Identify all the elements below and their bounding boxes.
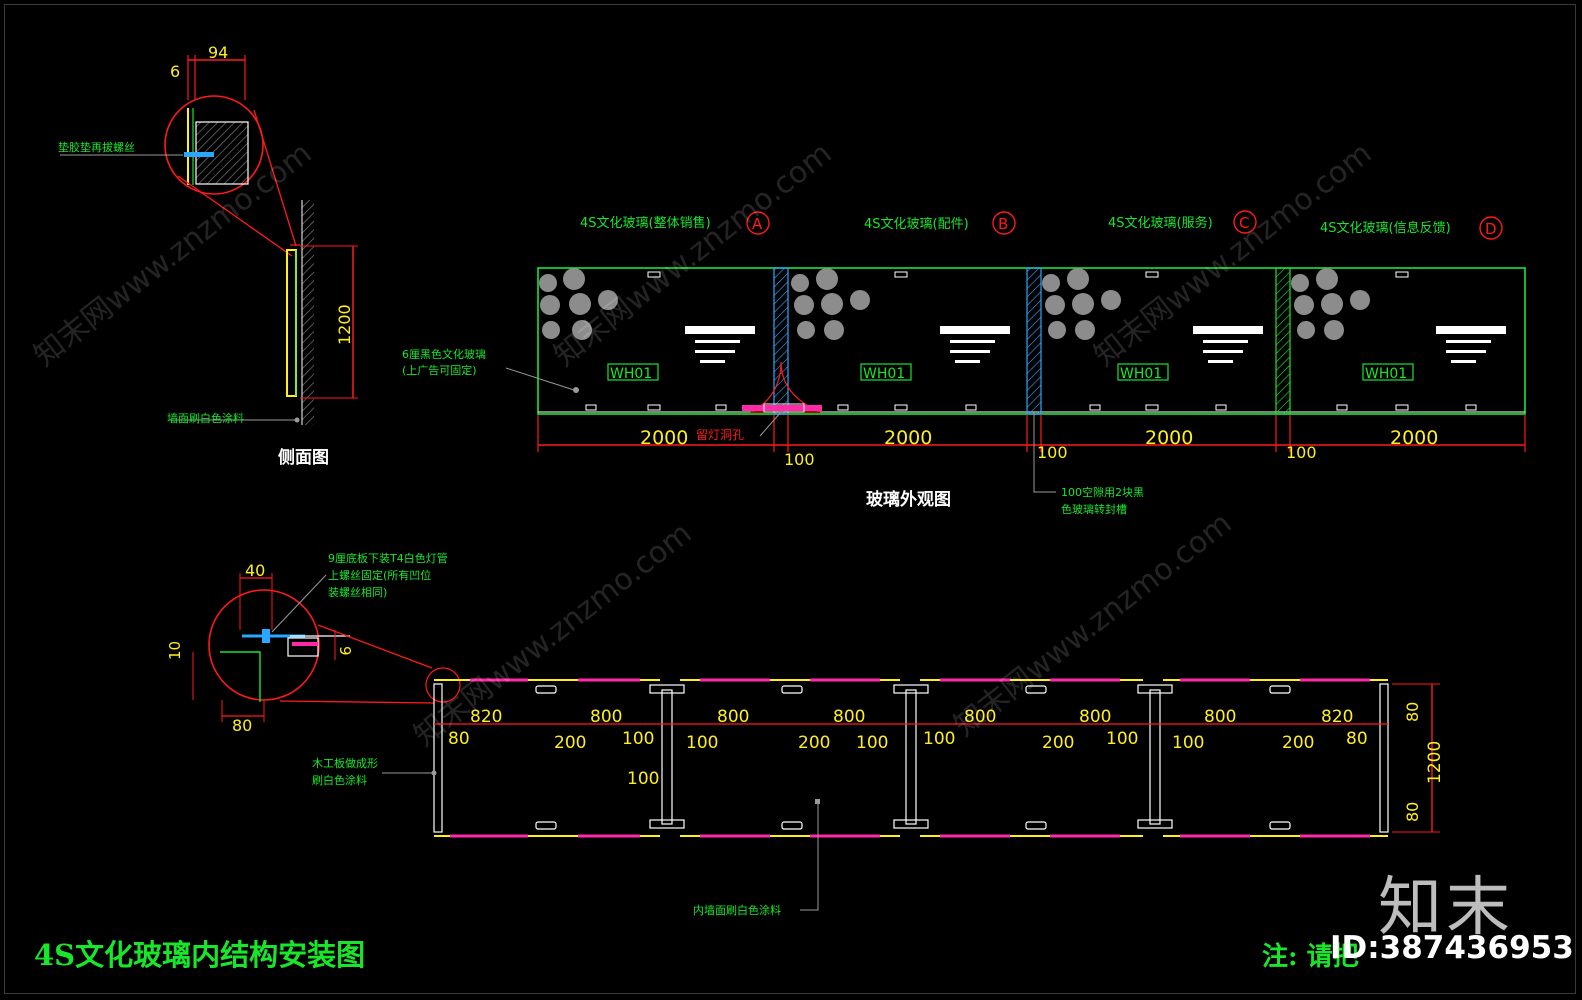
panel-2-pattern: [791, 268, 870, 340]
plan-bot-dim-2: 200: [554, 733, 586, 753]
detail-dim-40: 40: [245, 561, 265, 580]
side-dim-1200: 1200: [335, 304, 354, 345]
gap-label-2: 色玻璃转封槽: [1061, 502, 1127, 516]
plan-bot-dim-4: 100: [686, 733, 718, 753]
elev-gap-2: 100: [1037, 443, 1068, 462]
plan-bot-dim-12: 80: [1346, 729, 1368, 749]
panel-marker-c: C: [1239, 214, 1249, 232]
panel-4-pattern: [1291, 268, 1370, 340]
panel-3-pattern: [1042, 268, 1121, 340]
plan-bot-dim-8: 200: [1042, 733, 1074, 753]
plan-view: 40 10 9 80 9厘底板下装T4白色灯管 上螺丝固定(所有凹位 装螺丝相同…: [166, 551, 1445, 917]
plan-top-dim-2: 800: [590, 707, 622, 727]
detail-dim-10: 10: [166, 641, 184, 660]
panel-title-c: 4S文化玻璃(服务): [1108, 215, 1213, 231]
brand-logo: 知末: [1378, 871, 1514, 945]
panel-marker-b: B: [998, 215, 1008, 233]
elevation-title: 玻璃外观图: [866, 489, 951, 510]
elev-gap-1: 100: [784, 450, 815, 469]
plan-top-dim-8: 820: [1321, 707, 1353, 727]
detail-dim-9: 9: [336, 646, 354, 656]
wood-label-2: 刷白色涂料: [312, 773, 367, 787]
elev-width-3: 2000: [1145, 427, 1193, 449]
side-dim-94: 94: [208, 43, 228, 62]
plan-right-1200: 1200: [1425, 741, 1445, 784]
elevation-view: WH01 WH01 WH01 WH01 4S文化玻璃(整体销售) 4S文化玻璃(…: [402, 210, 1526, 516]
plan-bot-dim-11: 200: [1282, 733, 1314, 753]
screw-label: 垫胶垫再拔螺丝: [58, 140, 135, 154]
panel-marker-d: D: [1485, 220, 1497, 238]
wall-paint-label: 墙面刷白色涂料: [167, 411, 244, 425]
plan-top-dim-3: 800: [717, 707, 749, 727]
panel-1-pattern: [539, 268, 618, 340]
gap-label-1: 100空隙用2块黑: [1061, 485, 1144, 499]
glass-label-2: (上广告可固定): [402, 363, 477, 377]
image-id-tag: ID:387436953: [1330, 930, 1574, 966]
panel-code-4: WH01: [1365, 366, 1407, 382]
panel-title-b: 4S文化玻璃(配件): [864, 217, 969, 232]
panel-code-1: WH01: [610, 366, 652, 382]
plan-bot-dim-1: 80: [448, 729, 470, 749]
elev-width-4: 2000: [1390, 427, 1438, 449]
elev-gap-3: 100: [1286, 443, 1317, 462]
bolt-label-2: 上螺丝固定(所有凹位: [328, 568, 431, 582]
plan-bot-dim-3: 100: [622, 729, 654, 749]
drawing-frame: [4, 4, 1576, 994]
drawing-main-title: 4S文化玻璃内结构安装图: [34, 938, 366, 972]
footer-note: 注: 请把: [1262, 942, 1359, 972]
plan-top-dim-6: 800: [1079, 707, 1111, 727]
side-view: 6 94 垫胶垫再拔螺丝 1200 墙面刷白: [58, 43, 358, 468]
panel-code-3: WH01: [1120, 366, 1162, 382]
side-view-title: 侧面图: [278, 447, 329, 468]
bolt-label-1: 9厘底板下装T4白色灯管: [328, 551, 448, 565]
glass-label-1: 6厘黑色文化玻璃: [402, 347, 486, 361]
plan-bot-dim-10: 100: [1172, 733, 1204, 753]
panel-code-2: WH01: [863, 366, 905, 382]
plan-right-80-bottom: 80: [1403, 802, 1422, 822]
wood-label-1: 木工板做成形: [312, 756, 378, 770]
plan-top-dim-7: 800: [1204, 707, 1236, 727]
plan-top-dim-1: 820: [470, 707, 502, 727]
plan-bot-dim-9: 100: [1106, 729, 1138, 749]
elev-width-1: 2000: [640, 427, 688, 449]
plan-top-dim-4: 800: [833, 707, 865, 727]
plan-bot-dim-7: 100: [923, 729, 955, 749]
bolt-label-3: 装螺丝相同): [328, 586, 387, 599]
elev-width-2: 2000: [884, 427, 932, 449]
plan-bot-dim-5: 200: [798, 733, 830, 753]
panel-marker-a: A: [752, 215, 763, 233]
plan-mid-100: 100: [627, 769, 659, 789]
panel-title-d: 4S文化玻璃(信息反馈): [1320, 220, 1451, 236]
inner-wall-label: 内墙面刷白色涂料: [693, 903, 781, 917]
light-hole-label: 留灯洞孔: [696, 428, 744, 442]
plan-bot-dim-6: 100: [856, 733, 888, 753]
plan-right-80-top: 80: [1403, 702, 1422, 722]
side-dim-6: 6: [170, 62, 180, 81]
panel-title-a: 4S文化玻璃(整体销售): [580, 215, 711, 231]
detail-dim-80: 80: [232, 716, 252, 735]
plan-top-dim-5: 800: [964, 707, 996, 727]
